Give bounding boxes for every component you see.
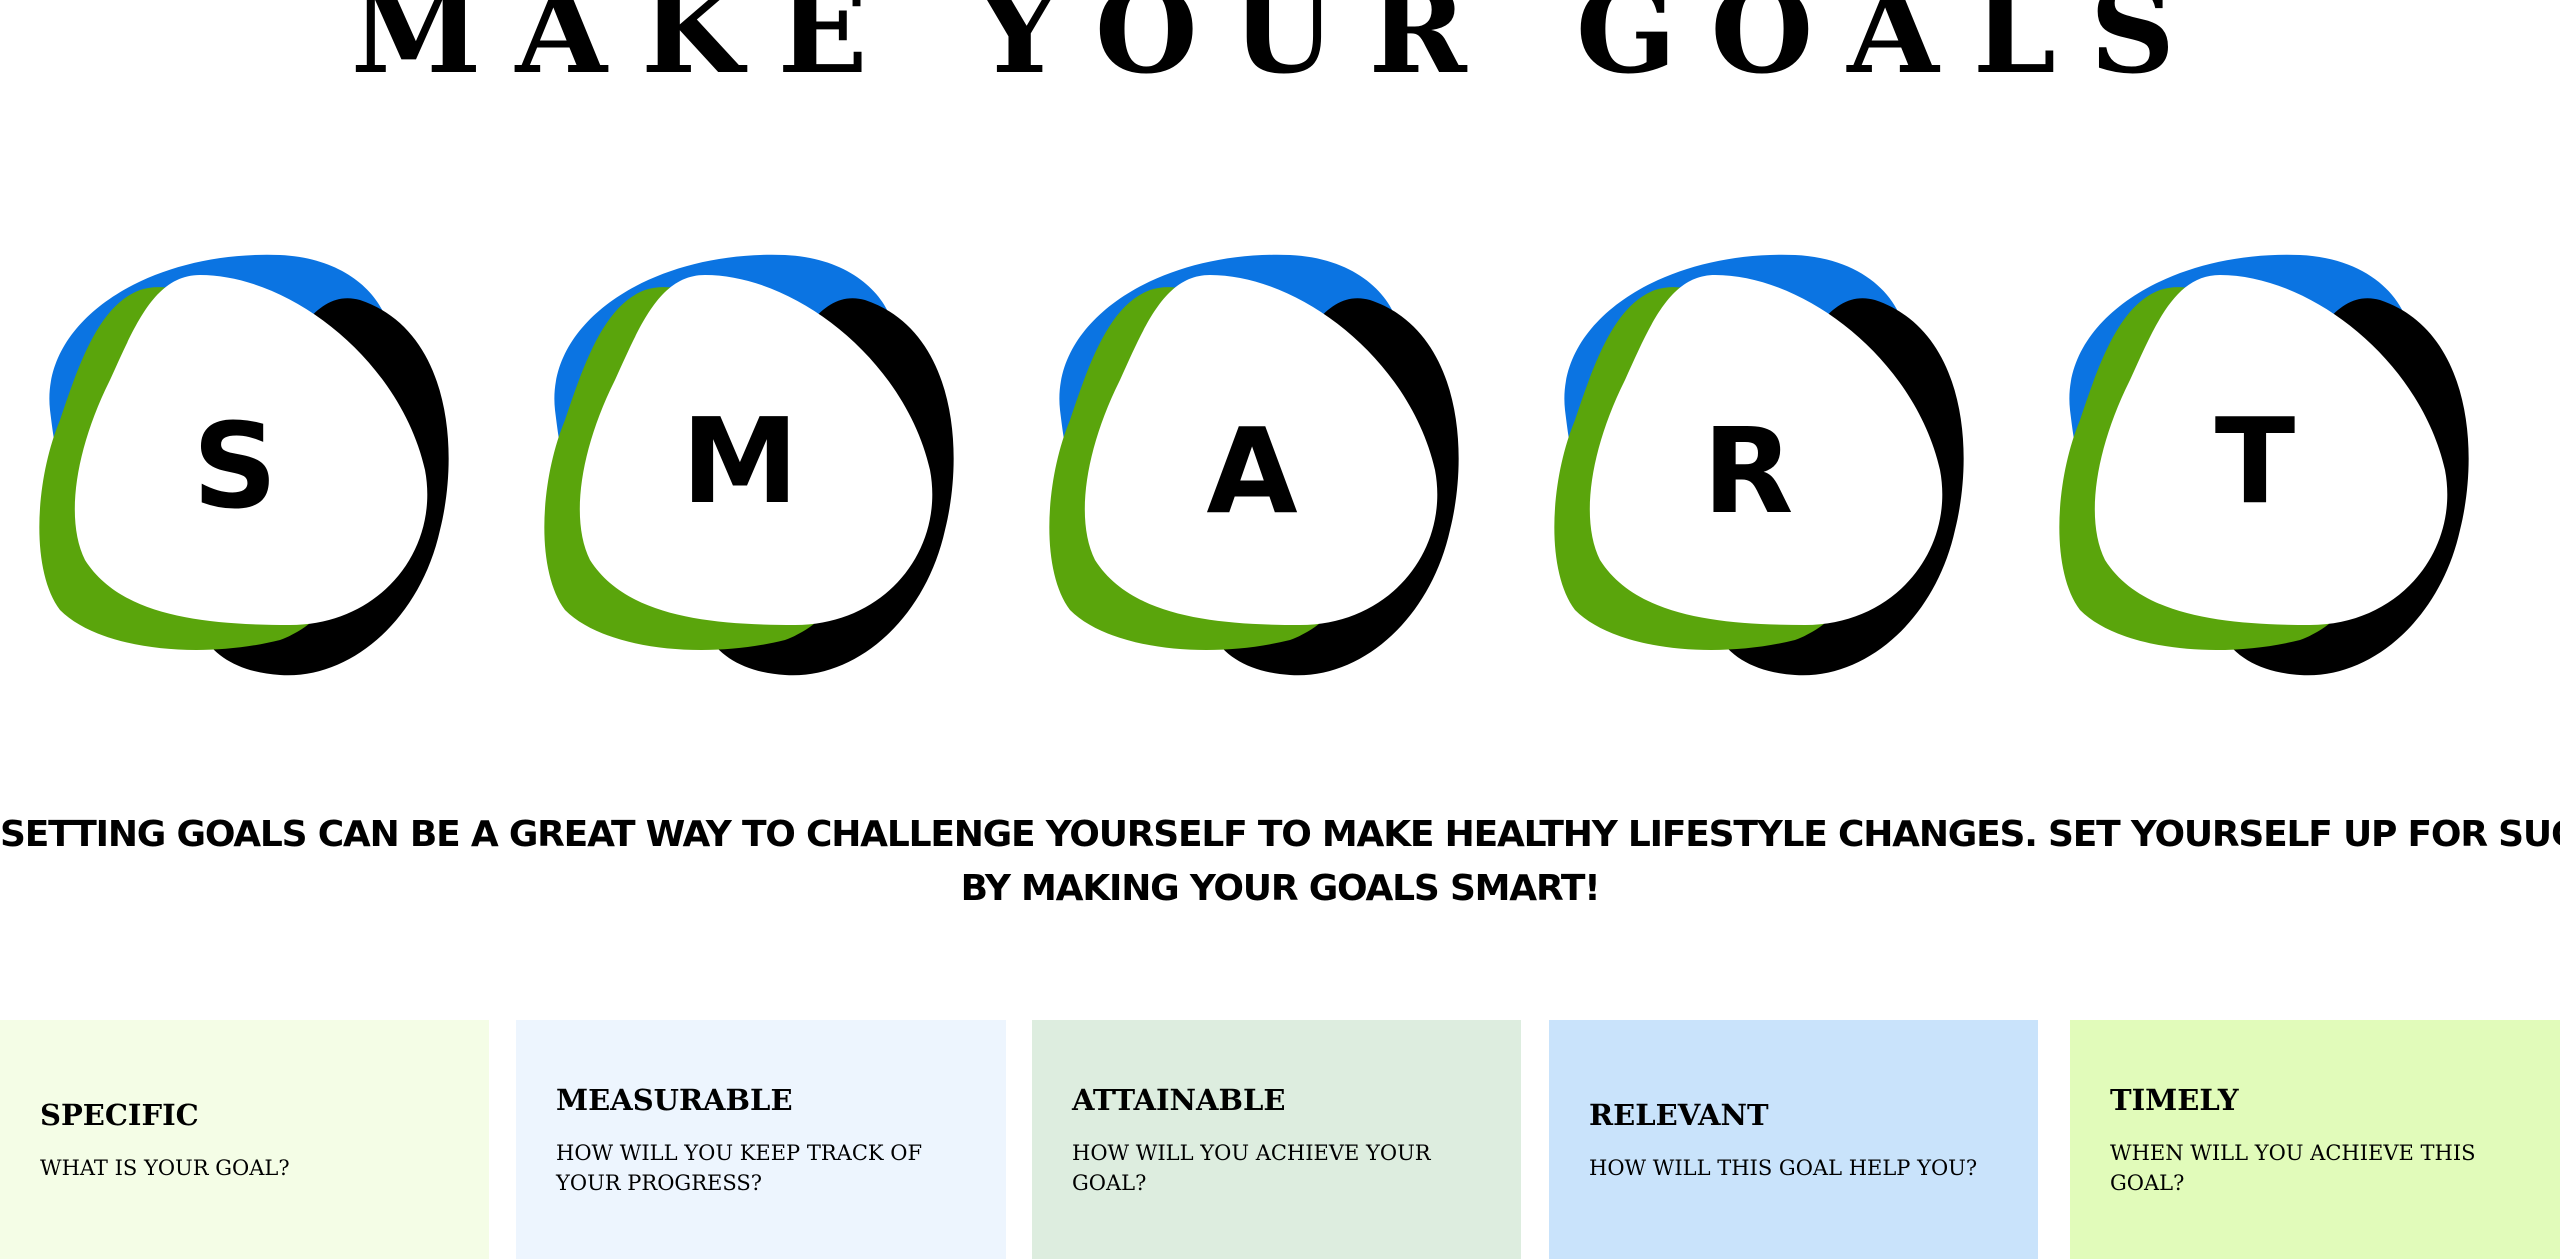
- white-blob-shape: [2094, 275, 2448, 625]
- letter-badge-a: A: [1040, 230, 1460, 700]
- card-title: TIMELY: [2110, 1082, 2239, 1117]
- card-title: MEASURABLE: [556, 1082, 793, 1117]
- letter-r: R: [1703, 402, 1794, 540]
- smart-letters: S M A R: [0, 230, 2560, 700]
- card-question: HOW WILL YOU KEEP TRACK OF YOUR PROGRESS…: [556, 1140, 923, 1195]
- card-question: WHEN WILL YOU ACHIEVE THIS GOAL?: [2110, 1140, 2476, 1195]
- intro-text: SETTING GOALS CAN BE A GREAT WAY TO CHAL…: [0, 808, 2560, 916]
- card-title: ATTAINABLE: [1072, 1082, 1286, 1117]
- card-title: SPECIFIC: [40, 1097, 199, 1132]
- card-question: WHAT IS YOUR GOAL?: [40, 1155, 290, 1180]
- letter-badge-s: S: [30, 230, 450, 700]
- letter-m: M: [681, 392, 798, 530]
- card-specific: SPECIFIC WHAT IS YOUR GOAL?: [0, 1020, 489, 1259]
- letter-s: S: [193, 397, 278, 535]
- letter-a: A: [1206, 402, 1297, 540]
- card-question: HOW WILL YOU ACHIEVE YOUR GOAL?: [1072, 1140, 1431, 1195]
- card-title: RELEVANT: [1589, 1097, 1769, 1132]
- card-timely: TIMELY WHEN WILL YOU ACHIEVE THIS GOAL?: [2070, 1020, 2560, 1259]
- intro-line-2: BY MAKING YOUR GOALS SMART!: [960, 868, 1601, 909]
- smart-cards: SPECIFIC WHAT IS YOUR GOAL? MEASURABLE H…: [0, 1020, 2560, 1259]
- card-attainable: ATTAINABLE HOW WILL YOU ACHIEVE YOUR GOA…: [1032, 1020, 1521, 1259]
- letter-badge-t: T: [2050, 230, 2470, 700]
- white-blob-shape: [1084, 275, 1438, 625]
- card-measurable: MEASURABLE HOW WILL YOU KEEP TRACK OF YO…: [516, 1020, 1006, 1259]
- white-blob-shape: [74, 275, 428, 625]
- card-relevant: RELEVANT HOW WILL THIS GOAL HELP YOU?: [1549, 1020, 2038, 1259]
- card-question: HOW WILL THIS GOAL HELP YOU?: [1589, 1155, 1978, 1180]
- letter-t: T: [2215, 392, 2296, 530]
- page-title: MAKE YOUR GOALS: [350, 0, 2210, 100]
- white-blob-shape: [1589, 275, 1943, 625]
- letter-badge-r: R: [1545, 230, 1965, 700]
- white-blob-shape: [579, 275, 933, 625]
- letter-badge-m: M: [535, 230, 955, 700]
- intro-line-1: SETTING GOALS CAN BE A GREAT WAY TO CHAL…: [0, 814, 2560, 855]
